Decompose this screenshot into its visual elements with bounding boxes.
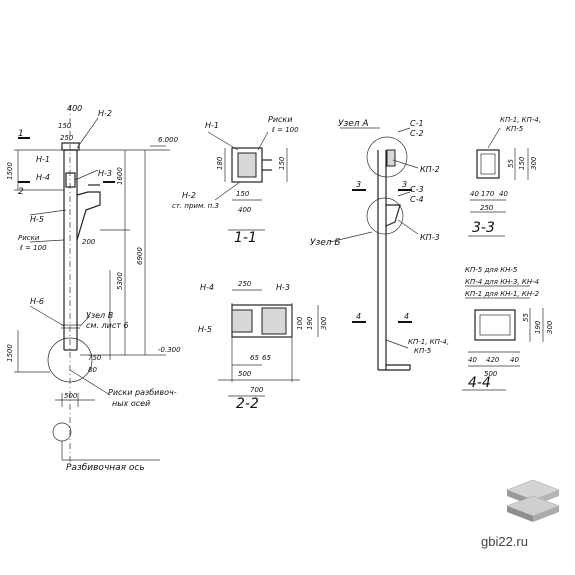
column-elevation (14, 105, 170, 465)
label-55b: 55 (522, 313, 530, 322)
label-5300: 5300 (116, 272, 124, 290)
label-kp15b: КП-5 (414, 347, 432, 355)
label-riski-top: Риски (268, 115, 292, 124)
section-4-4 (462, 285, 544, 391)
label-190: 190 (306, 316, 314, 330)
label-kp2: КП-2 (420, 165, 440, 174)
site-watermark[interactable]: gbi22.ru (481, 534, 528, 549)
label-riski: Риски (18, 234, 40, 242)
label-razb-os: Разбивочная ось (66, 463, 145, 473)
label-elev-bot: -0.300 (158, 346, 181, 354)
label-4b: 4 (404, 312, 409, 321)
label-250s: 250 (238, 280, 252, 288)
label-400s: 400 (238, 206, 252, 214)
label-n5-s22: Н-5 (198, 325, 212, 334)
label-n4: Н-4 (36, 173, 50, 182)
label-riski-top2: ℓ = 100 (271, 126, 299, 134)
label-uzel-a: Узел А (338, 119, 369, 129)
label-uzel-v: Узел В (86, 311, 113, 320)
label-40d: 40 (510, 356, 519, 364)
label-kp33a: КП-1, КП-4, (500, 116, 541, 124)
label-40b: 40 (499, 190, 508, 198)
label-riski-razb2: ных осей (112, 399, 150, 408)
sec-marker-2: 2 (18, 187, 24, 197)
label-uzel-b: Узел Б (310, 238, 341, 248)
legend-1: КП-5 для КН-5 (465, 266, 518, 274)
label-700: 700 (250, 386, 264, 394)
label-riski-razb: Риски разбивоч- (108, 388, 177, 397)
label-80: 80 (88, 366, 97, 374)
label-4a: 4 (356, 312, 361, 321)
label-n3-s22: Н-3 (276, 283, 290, 292)
title-2-2: 2-2 (236, 396, 259, 412)
label-elev-top: 6.000 (158, 136, 179, 144)
label-300: 300 (320, 316, 328, 330)
label-6900: 6900 (136, 247, 144, 265)
label-uzel-v2: см. лист 6 (86, 321, 129, 330)
title-3-3: 3-3 (472, 220, 495, 236)
label-1500b: 1500 (6, 344, 14, 362)
label-250: 250 (60, 134, 74, 142)
label-420: 420 (486, 356, 500, 364)
node-elevation (329, 127, 419, 371)
label-250c: 250 (480, 204, 494, 212)
label-n1: Н-1 (36, 155, 50, 164)
label-500s: 500 (238, 370, 252, 378)
label-riski-e: ℓ = 100 (19, 244, 47, 252)
label-180: 180 (216, 156, 224, 170)
label-150c: 150 (518, 156, 526, 170)
label-kp33b: КП-5 (506, 125, 524, 133)
label-150: 150 (58, 122, 72, 130)
label-40c: 40 (468, 356, 477, 364)
label-n1-top: Н-1 (205, 121, 219, 130)
label-c1: С-1 (410, 119, 424, 128)
label-40: 40 (470, 190, 479, 198)
label-c2: С-2 (410, 129, 424, 138)
label-150s2: 150 (236, 190, 250, 198)
label-c4: С-4 (410, 195, 424, 204)
sec-marker-1: 1 (18, 129, 24, 139)
title-4-4: 4-4 (468, 375, 491, 391)
label-400: 400 (67, 104, 82, 113)
section-2-2 (218, 289, 319, 397)
label-n3: Н-3 (98, 169, 112, 178)
label-200: 200 (82, 238, 96, 246)
labels: Н-2 400 150 250 Н-3 1 Н-1 Н-4 2 Н-5 Риск… (6, 104, 554, 473)
label-190b: 190 (534, 320, 542, 334)
legend-3: КП-1 для КН-1, КН-2 (465, 290, 540, 298)
label-65: 65 (250, 354, 259, 362)
section-3-3 (468, 127, 529, 237)
legend-2: КП-4 для КН-3, КН-4 (465, 278, 539, 286)
label-3a: 3 (356, 180, 361, 189)
label-3b: 3 (402, 180, 407, 189)
label-c3: С-3 (410, 185, 424, 194)
label-n2-top: Н-2 (182, 191, 196, 200)
label-65b: 65 (262, 354, 271, 362)
label-100: 100 (296, 316, 304, 330)
label-300c: 300 (530, 156, 538, 170)
site-logo (506, 479, 560, 522)
label-kp15: КП-1, КП-4, (408, 338, 449, 346)
label-55: 55 (507, 159, 515, 168)
label-500c: 500 (484, 370, 498, 378)
label-500: 500 (64, 392, 78, 400)
label-n4-s22: Н-4 (200, 283, 214, 292)
label-170: 170 (481, 190, 495, 198)
label-st-prim: ст. прим. п.3 (172, 202, 219, 210)
label-750: 750 (88, 354, 102, 362)
label-150s: 150 (278, 156, 286, 170)
title-1-1: 1-1 (234, 230, 257, 246)
label-n2: Н-2 (98, 109, 112, 118)
label-1600: 1600 (116, 167, 124, 185)
label-300d: 300 (546, 320, 554, 334)
label-1500: 1500 (6, 162, 14, 180)
label-kp3: КП-3 (420, 233, 440, 242)
label-n5: Н-5 (30, 215, 44, 224)
label-n6: Н-6 (30, 297, 44, 306)
section-1-1 (207, 131, 288, 231)
